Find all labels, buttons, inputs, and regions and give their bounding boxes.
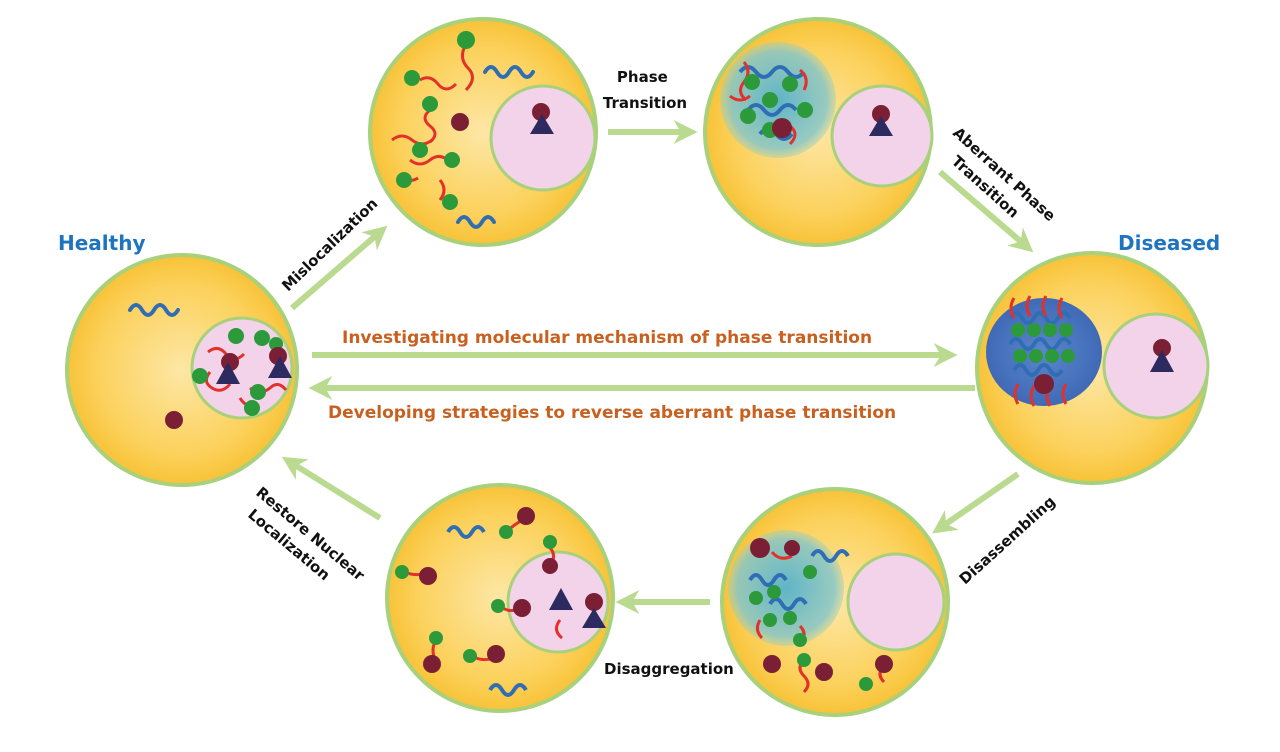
protein-head — [1027, 323, 1041, 337]
granule — [585, 593, 603, 611]
protein-head — [396, 172, 412, 188]
rna-strand — [810, 549, 850, 563]
protein-head — [763, 613, 777, 627]
nucleolus-triangle — [268, 356, 292, 378]
nucleolus-triangle — [530, 114, 554, 134]
protein-head — [783, 611, 797, 625]
protein-head — [782, 76, 798, 92]
nucleolus-triangle — [549, 588, 573, 610]
rna-strand — [446, 525, 486, 539]
protein-head — [803, 565, 817, 579]
arrow-aberrant-phase-transition — [938, 169, 1034, 253]
protein-head — [499, 525, 513, 539]
granule — [423, 655, 441, 673]
granule — [1153, 339, 1171, 357]
granule — [872, 105, 890, 123]
protein-head — [1011, 323, 1025, 337]
protein-head — [767, 585, 781, 599]
granule — [772, 118, 792, 138]
granule — [815, 663, 833, 681]
protein-head — [404, 70, 420, 86]
label-reverse-strategy: Developing strategies to reverse aberran… — [328, 403, 896, 423]
nucleolus-triangle — [869, 116, 893, 136]
label-disaggregation: Disaggregation — [604, 660, 734, 678]
arrow-disassembling — [932, 471, 1020, 534]
arrow-mislocalization — [290, 225, 388, 311]
protein-head — [1061, 349, 1075, 363]
granule — [542, 558, 558, 574]
protein-head — [228, 328, 244, 344]
granule — [221, 353, 239, 371]
cell-mislocalized — [368, 17, 598, 247]
protein-head — [422, 96, 438, 112]
nucleus — [846, 552, 946, 652]
granule — [750, 538, 770, 558]
granule — [763, 655, 781, 673]
cell-disaggregated — [385, 483, 615, 713]
label-healthy: Healthy — [58, 231, 146, 255]
protein-head — [793, 633, 807, 647]
protein-head — [1029, 349, 1043, 363]
protein-head — [1045, 349, 1059, 363]
arrow-restore-nuclear-localization — [281, 456, 382, 521]
granule — [517, 507, 535, 525]
protein-head — [250, 384, 266, 400]
cell-healthy — [65, 253, 299, 487]
protein-head — [1059, 323, 1073, 337]
protein-head — [395, 565, 409, 579]
protein-head — [192, 368, 208, 384]
granule — [513, 599, 531, 617]
granule — [784, 540, 800, 556]
protein-head — [749, 591, 763, 605]
protein-head — [429, 631, 443, 645]
protein-head — [442, 194, 458, 210]
protein-head — [543, 535, 557, 549]
protein-head — [762, 92, 778, 108]
liquid-condensate — [728, 530, 844, 646]
label-phase-transition-line1: Phase — [617, 68, 668, 86]
granule — [1034, 374, 1054, 394]
protein-head — [797, 653, 811, 667]
rna-strand — [483, 65, 535, 79]
protein-head — [244, 400, 260, 416]
label-forward-mechanism: Investigating molecular mechanism of pha… — [342, 328, 872, 348]
rna-strand — [128, 303, 180, 317]
protein-head — [859, 677, 873, 691]
protein-head — [463, 649, 477, 663]
protein-head — [254, 330, 270, 346]
protein-head — [744, 74, 760, 90]
protein-head — [444, 152, 460, 168]
nucleus — [489, 84, 597, 192]
nucleolus-triangle — [582, 608, 606, 628]
protein-head — [1043, 323, 1057, 337]
rna-strand — [456, 215, 496, 229]
label-phase-transition: Phase Transition — [603, 68, 687, 112]
granule — [451, 113, 469, 131]
cell-disassembling — [720, 487, 950, 717]
nucleolus-triangle — [1150, 350, 1174, 372]
granule — [165, 411, 183, 429]
granule — [875, 655, 893, 673]
protein-head — [491, 599, 505, 613]
rna-strand — [488, 683, 528, 697]
label-diseased: Diseased — [1118, 231, 1220, 255]
label-phase-transition-line2: Transition — [603, 94, 687, 112]
granule — [487, 645, 505, 663]
cycle-arrows — [281, 120, 1034, 614]
protein-head — [1013, 349, 1027, 363]
granule — [419, 567, 437, 585]
protein-head — [457, 31, 475, 49]
granule — [269, 347, 287, 365]
cell-phase-separated — [703, 17, 934, 247]
protein-head — [797, 102, 813, 118]
cell-diseased — [975, 251, 1210, 485]
cytoplasm — [65, 253, 299, 487]
protein-head — [740, 108, 756, 124]
nucleolus-triangle — [216, 362, 240, 384]
granule — [532, 103, 550, 121]
protein-head — [412, 142, 428, 158]
